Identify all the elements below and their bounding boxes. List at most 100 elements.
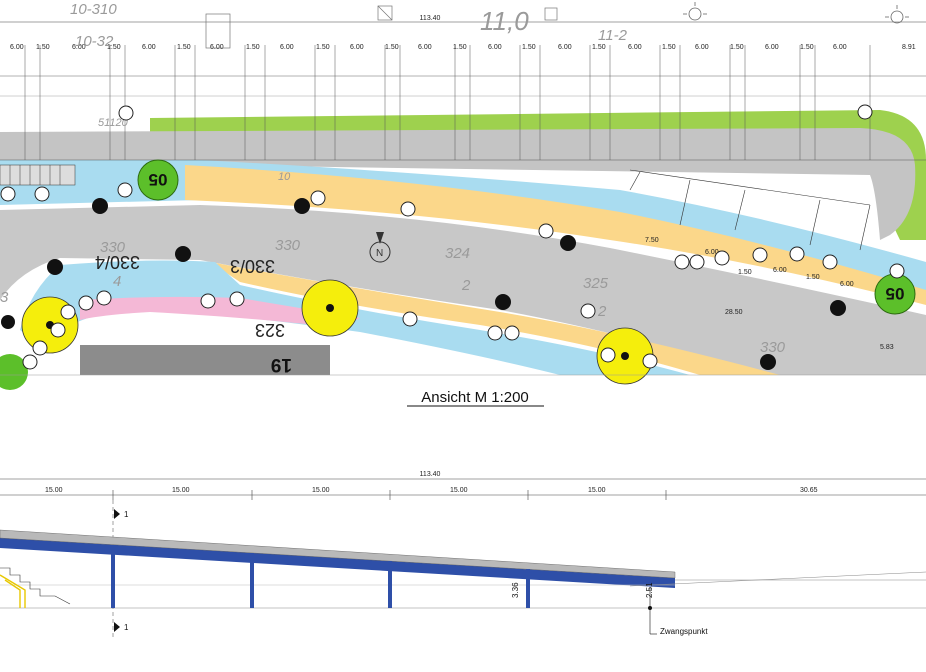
dim-label: 1.50 — [662, 44, 676, 51]
section-mark-label: 1 — [124, 623, 129, 632]
building-19-label: 19 — [271, 354, 292, 375]
pink-strip — [80, 296, 360, 328]
parcel-330-3: 330/3 — [230, 256, 275, 276]
bay-dimension: 5.83 — [880, 344, 894, 351]
header-label-51120: 51120 — [98, 117, 129, 129]
dim-label: 1.50 — [246, 44, 260, 51]
dim-label: 1.50 — [522, 44, 536, 51]
section-mark-bottom: 1 — [114, 622, 129, 632]
utility-box-icon — [544, 7, 558, 21]
building-19 — [80, 345, 330, 375]
height-dimension: 3.36 — [511, 582, 520, 598]
segment-dimension: 15.00 — [312, 487, 330, 494]
dim-label: 1.50 — [592, 44, 606, 51]
plan-total-dimension: 113.40 — [420, 15, 441, 22]
dim-label: 6.00 — [558, 44, 572, 51]
parcel-330-4: 330/4 — [95, 252, 140, 272]
segment-dimension: 30.65 — [800, 487, 818, 494]
dim-label: 6.00 — [695, 44, 709, 51]
stop-badge-right: 05 — [874, 273, 916, 315]
height-dimension: 2.51 — [645, 582, 654, 598]
elevation-total: 113.40 — [420, 471, 441, 478]
parcel-330-c: 330 — [760, 339, 786, 356]
road-carriageway — [0, 205, 926, 375]
dim-label: 1.50 — [385, 44, 399, 51]
dim-label: 6.00 — [280, 44, 294, 51]
dim-label: 6.00 — [418, 44, 432, 51]
bikelane-upper — [185, 165, 926, 305]
building-outline — [205, 13, 231, 49]
ramp-columns — [111, 545, 530, 608]
constraint-point-callout: Zwangspunkt — [648, 588, 708, 636]
plan-view: 113.40 6.00 1.50 6.00 1.50 6.00 1.50 6.0… — [0, 0, 926, 390]
bay-dimension: 7.50 — [645, 237, 659, 244]
dim-label: 6.00 — [72, 44, 86, 51]
dim-label: 6.00 — [833, 44, 847, 51]
parcel-325: 325 — [583, 275, 609, 292]
stop-badge-partial — [0, 354, 28, 390]
label-4: 4 — [113, 273, 121, 290]
segment-dimension: 15.00 — [172, 487, 190, 494]
header-label-left2: 10-32 — [75, 33, 114, 50]
dim-label: 6.00 — [210, 44, 224, 51]
section-mark-label: 1 — [124, 510, 129, 519]
parcel-330-b: 330 — [275, 237, 301, 254]
lamp-icon — [683, 2, 707, 21]
stop-badge-left: 05 — [137, 159, 179, 201]
bay-dimension: 6.00 — [840, 281, 854, 288]
dim-label: 6.00 — [10, 44, 24, 51]
utility-box-icon — [377, 5, 393, 21]
dim-label: 6.00 — [765, 44, 779, 51]
ramp-railing — [0, 529, 676, 579]
dim-label: 1.50 — [107, 44, 121, 51]
stop-badge-label: 05 — [149, 170, 168, 189]
svg-text:N: N — [376, 248, 383, 259]
dim-label: 8.91 — [902, 44, 916, 51]
lamp-icon — [885, 5, 909, 24]
bay-dimension: 1.50 — [738, 269, 752, 276]
segment-dimension: 15.00 — [45, 487, 63, 494]
dim-label: 6.00 — [628, 44, 642, 51]
bay-dimension: 6.00 — [773, 267, 787, 274]
header-label-big: 11,0 — [480, 6, 529, 36]
ramp-deck — [0, 538, 675, 588]
parcel-324: 324 — [445, 245, 470, 262]
bay-dimension: 28.50 — [725, 309, 743, 316]
header-label-left: 10-310 — [70, 1, 117, 18]
elevation-view: Ansicht M 1:200 113.40 15.00 15.00 15.00… — [0, 389, 926, 640]
dim-label: 1.50 — [800, 44, 814, 51]
plan-dimension-grid — [24, 45, 871, 160]
tree-icon — [301, 279, 359, 337]
dim-label: 6.00 — [488, 44, 502, 51]
tree-trunk-markers — [1, 198, 846, 370]
dim-label: 1.50 — [730, 44, 744, 51]
dim-label: 1.50 — [316, 44, 330, 51]
parcel-323: 323 — [255, 320, 285, 340]
plan-top-dimensions: 6.00 1.50 6.00 1.50 6.00 1.50 6.00 1.50 … — [10, 44, 916, 51]
stop-badge-label: 05 — [886, 284, 905, 303]
label-2-a: 2 — [461, 277, 471, 294]
bay-dimension: 1.50 — [806, 274, 820, 281]
parking-bays — [629, 169, 871, 251]
constraint-point-label: Zwangspunkt — [660, 627, 708, 636]
dim-label: 1.50 — [177, 44, 191, 51]
tree-icon — [596, 327, 654, 385]
stairs — [0, 164, 76, 186]
north-arrow-icon: N — [369, 232, 391, 263]
section-mark-top: 1 — [112, 500, 129, 640]
label-10: 10 — [278, 171, 291, 183]
label-2-b: 2 — [597, 303, 607, 320]
bay-dimension: 6.00 — [705, 249, 719, 256]
elevation-stairs — [0, 567, 71, 608]
post-markers — [0, 104, 905, 370]
parcel-330-a: 330 — [100, 239, 126, 256]
label-3: 3 — [0, 289, 9, 306]
header-label-right: 11-2 — [598, 27, 628, 44]
elevation-title: Ansicht M 1:200 — [421, 389, 529, 406]
segment-dimension: 15.00 — [588, 487, 606, 494]
dim-label: 1.50 — [453, 44, 467, 51]
dim-label: 6.00 — [350, 44, 364, 51]
dim-label: 6.00 — [142, 44, 156, 51]
dim-label: 1.50 — [36, 44, 50, 51]
